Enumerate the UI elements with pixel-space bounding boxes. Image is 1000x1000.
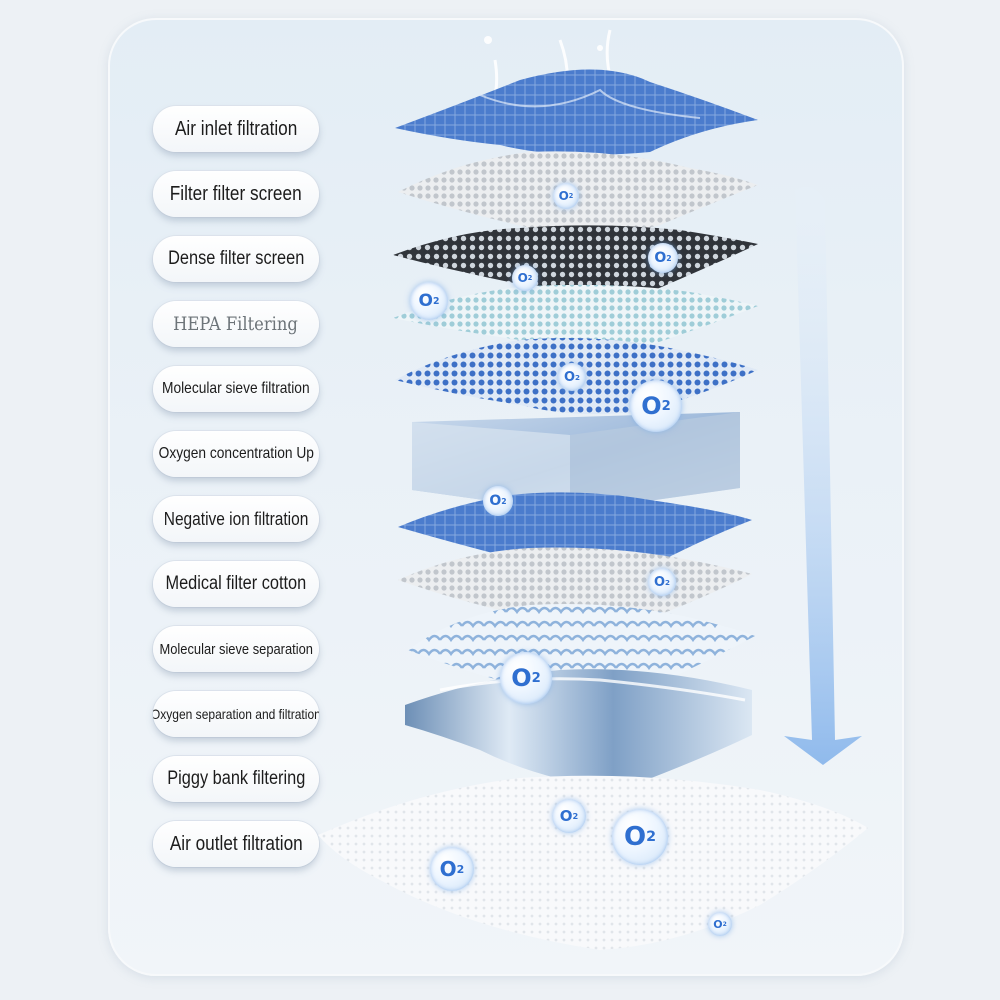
ice-layer bbox=[405, 669, 752, 790]
label-negative-ion-filtration: Negative ion filtration bbox=[153, 496, 319, 542]
label-medical-filter-cotton: Medical filter cotton bbox=[153, 561, 319, 607]
label-piggy-bank-filtering: Piggy bank filtering bbox=[153, 756, 319, 802]
label-hepa-filtering: HEPA Filtering bbox=[153, 301, 319, 347]
label-molecular-sieve-separation: Molecular sieve separation bbox=[153, 626, 319, 672]
label-oxygen-concentration-up: Oxygen concentration Up bbox=[153, 431, 319, 477]
label-air-outlet-filtration: Air outlet filtration bbox=[153, 821, 319, 867]
label-dense-filter-screen: Dense filter screen bbox=[153, 236, 319, 282]
label-molecular-sieve-filtration: Molecular sieve filtration bbox=[153, 366, 319, 412]
label-oxygen-separation-and-filtration: Oxygen separation and filtration bbox=[153, 691, 319, 737]
concentration-block bbox=[412, 412, 740, 512]
label-filter-filter-screen: Filter filter screen bbox=[153, 171, 319, 217]
label-air-inlet-filtration: Air inlet filtration bbox=[153, 106, 319, 152]
flow-arrow-icon bbox=[784, 186, 862, 765]
